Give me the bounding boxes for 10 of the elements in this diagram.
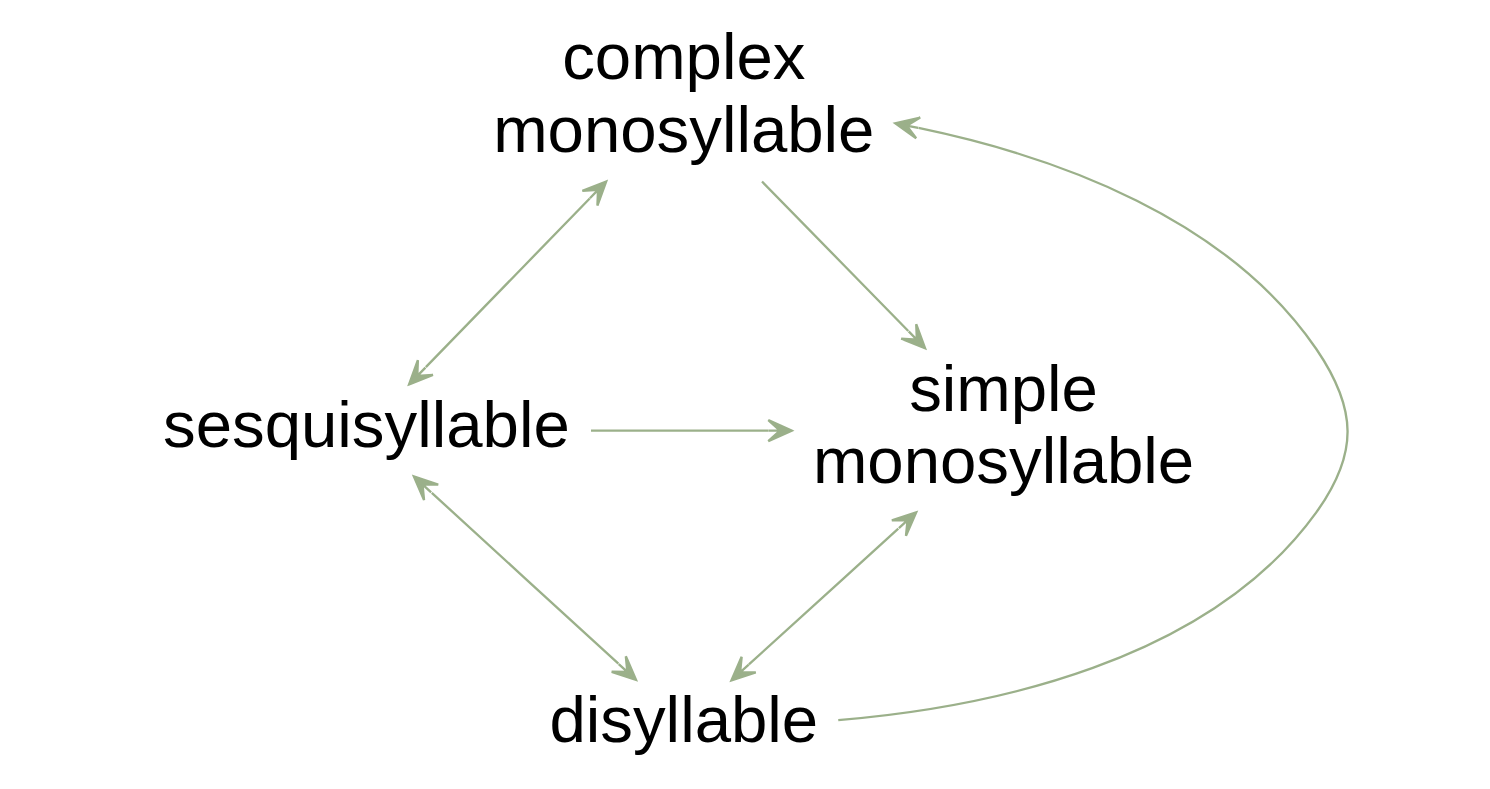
arrow (838, 116, 1349, 722)
arrow (591, 419, 793, 443)
node-text: disyllable (549, 683, 819, 757)
arrow (412, 475, 638, 681)
node-text: complex monosyllable (493, 20, 875, 166)
arrow (408, 180, 608, 386)
arrow (761, 180, 927, 350)
node-text: sesquisyllable (163, 387, 570, 461)
node-text: simple monosyllable (812, 351, 1195, 497)
arrow (730, 511, 918, 682)
